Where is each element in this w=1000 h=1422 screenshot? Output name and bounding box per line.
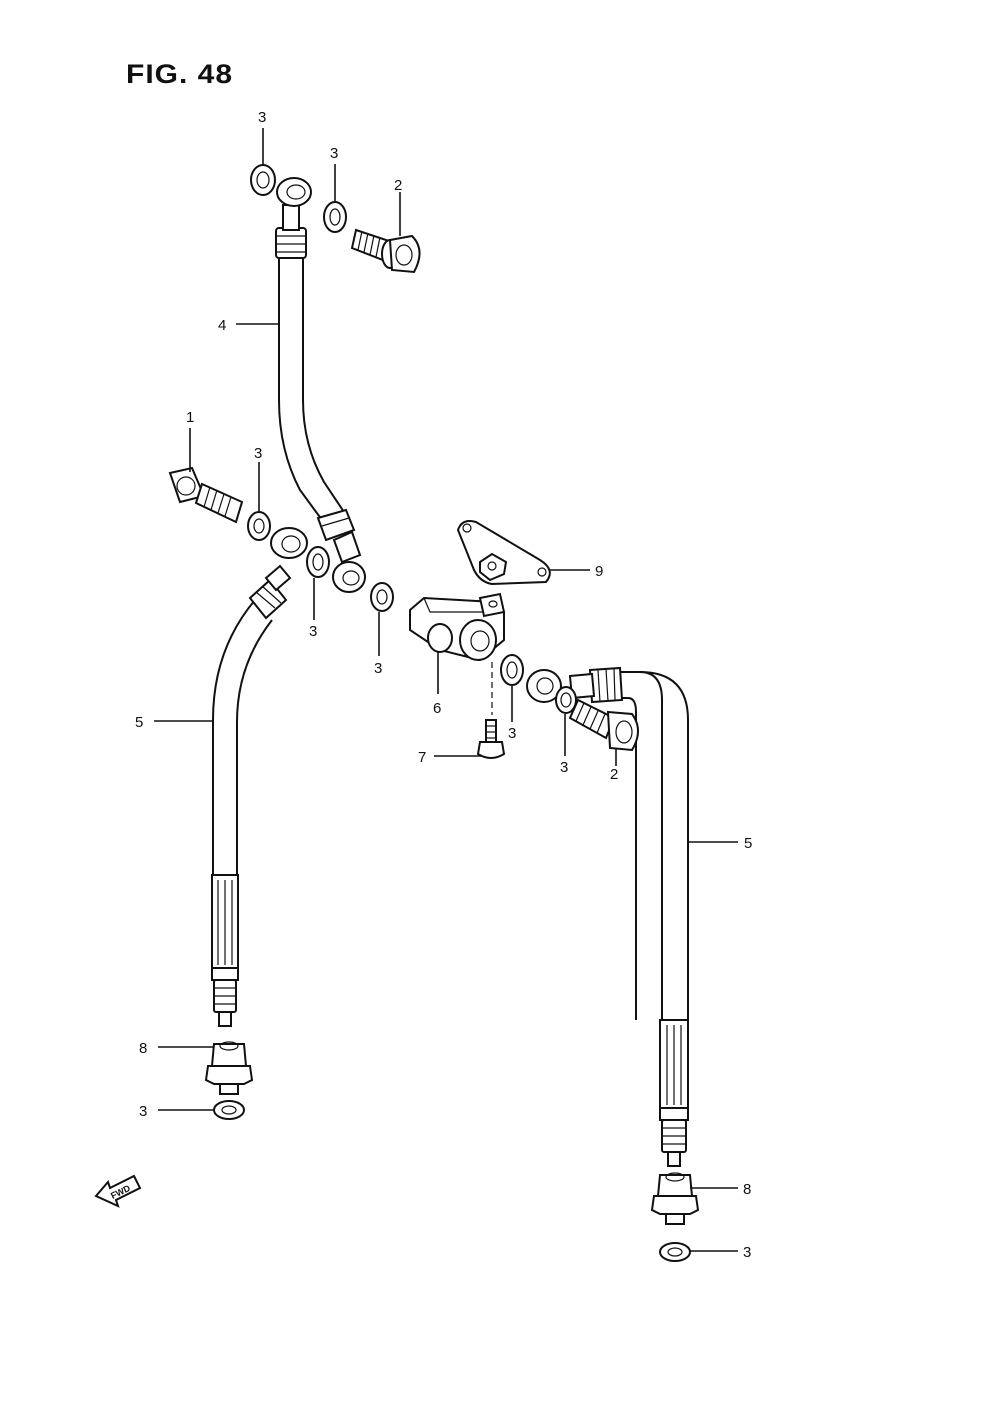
fwd-arrow-icon: FWD	[94, 1174, 142, 1208]
screw	[476, 719, 506, 759]
callout-2: 2	[610, 766, 618, 783]
washer-4	[306, 546, 330, 578]
callout-3: 3	[743, 1244, 751, 1261]
washer-6	[500, 654, 524, 686]
callout-5: 5	[135, 714, 143, 731]
washer-9	[659, 1242, 691, 1262]
leader-lines	[154, 128, 738, 1252]
callout-3: 3	[139, 1103, 147, 1120]
adapter-right	[650, 1172, 700, 1225]
callout-6: 6	[433, 700, 441, 717]
brake-hose-right	[526, 666, 689, 1167]
brake-hose-joint	[409, 592, 506, 715]
washer-5	[370, 582, 394, 612]
union-bolt-right	[568, 698, 639, 752]
callout-3: 3	[330, 145, 338, 162]
callout-labels: 3 3 2 4 1 3 9 3 3 6 5 3 7 3 2 5 8 3 8 3	[135, 109, 752, 1261]
washer-8	[213, 1100, 245, 1120]
callout-2: 2	[394, 177, 402, 194]
washer-2	[323, 201, 347, 233]
union-bolt-top	[350, 228, 421, 274]
callout-4: 4	[218, 317, 226, 334]
adapter-left	[204, 1041, 254, 1095]
callout-1: 1	[186, 409, 194, 426]
callout-8: 8	[743, 1181, 751, 1198]
washer-3	[247, 511, 271, 541]
washer-1	[250, 164, 276, 196]
brake-hose-left	[211, 527, 308, 1027]
bracket	[456, 520, 551, 586]
callout-3: 3	[254, 445, 262, 462]
figure-title: FIG. 48	[126, 59, 234, 90]
callout-5: 5	[744, 835, 752, 852]
callout-7: 7	[418, 749, 426, 766]
callout-3: 3	[560, 759, 568, 776]
callout-8: 8	[139, 1040, 147, 1057]
callout-3: 3	[508, 725, 516, 742]
callout-3: 3	[309, 623, 317, 640]
callout-3: 3	[374, 660, 382, 677]
callout-3: 3	[258, 109, 266, 126]
union-bolt-left	[168, 466, 244, 524]
washers	[213, 164, 691, 1262]
callout-9: 9	[595, 563, 603, 580]
washer-7	[555, 686, 577, 714]
brake-hose-upper	[275, 177, 366, 593]
